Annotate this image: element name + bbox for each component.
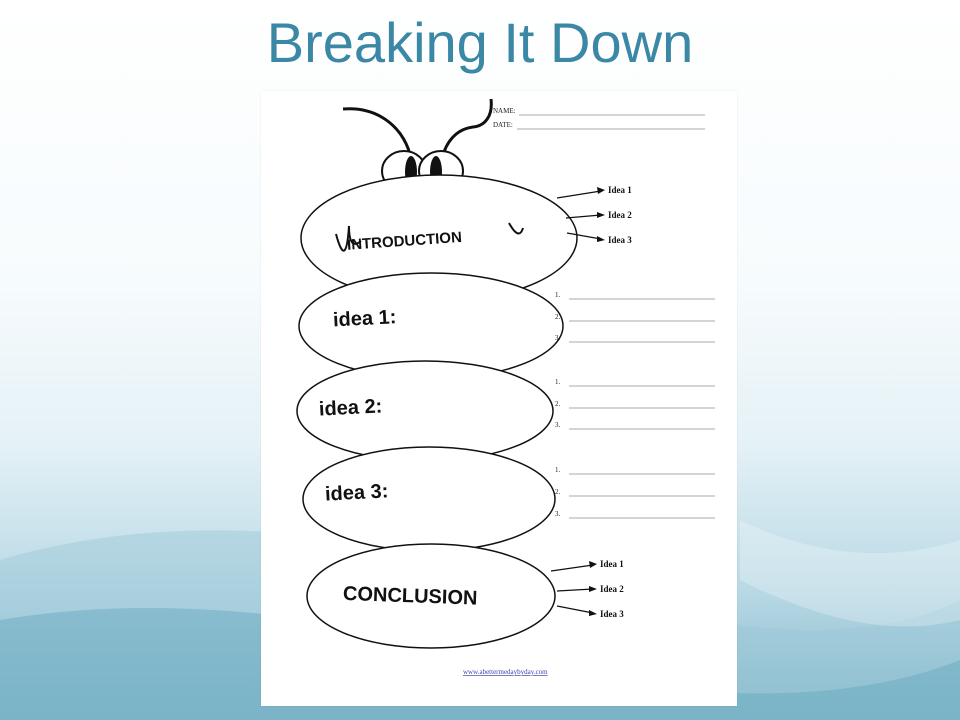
- name-label: NAME:: [493, 107, 516, 115]
- idea-1-line-2-number: 2.: [555, 313, 561, 321]
- idea-1-line-1-number: 1.: [555, 291, 561, 299]
- intro-bullet-3: Idea 3: [608, 235, 632, 245]
- date-label: DATE:: [493, 121, 513, 129]
- idea-2-line-3-number: 3.: [555, 421, 561, 429]
- idea-1-line-3-number: 3.: [555, 334, 561, 342]
- conclusion-arrow-1: [550, 564, 594, 572]
- intro-left-leg: [335, 225, 362, 252]
- intro-arrow-3: [566, 232, 602, 240]
- idea-2-line-2-number: 2.: [555, 400, 561, 408]
- conclusion-segment: [306, 543, 556, 649]
- worksheet-drawing: NAME: DATE: INTRODUCTION Idea 1 Idea 2 I…: [296, 98, 715, 676]
- conclusion-bullet-1: Idea 1: [600, 559, 624, 569]
- idea-1-label: idea 1:: [332, 306, 396, 331]
- right-antenna: [440, 98, 493, 160]
- intro-arrow-2: [565, 214, 602, 219]
- conclusion-bullet-2: Idea 2: [600, 584, 624, 594]
- idea-3-label: idea 3:: [324, 480, 388, 505]
- intro-arrow-1: [556, 190, 602, 199]
- idea-3-line-1-number: 1.: [555, 466, 561, 474]
- idea-2-label: idea 2:: [318, 395, 382, 420]
- idea-2-line-1-number: 1.: [555, 378, 561, 386]
- idea-3-line-3-number: 3.: [555, 510, 561, 518]
- intro-bullet-2: Idea 2: [608, 210, 632, 220]
- conclusion-arrow-2: [556, 588, 594, 592]
- caterpillar-worksheet: NAME: DATE: INTRODUCTION Idea 1 Idea 2 I…: [261, 91, 737, 706]
- conclusion-arrow-3: [556, 605, 594, 614]
- conclusion-bullet-3: Idea 3: [600, 609, 624, 619]
- conclusion-label: CONCLUSION: [343, 583, 478, 610]
- intro-right-leg: [508, 222, 524, 235]
- intro-bullet-1: Idea 1: [608, 185, 632, 195]
- footer-website-link[interactable]: www.abettermedaybyday.com: [463, 668, 548, 676]
- idea-3-line-2-number: 2.: [555, 488, 561, 496]
- slide-title: Breaking It Down: [266, 11, 694, 74]
- left-antenna: [342, 107, 413, 160]
